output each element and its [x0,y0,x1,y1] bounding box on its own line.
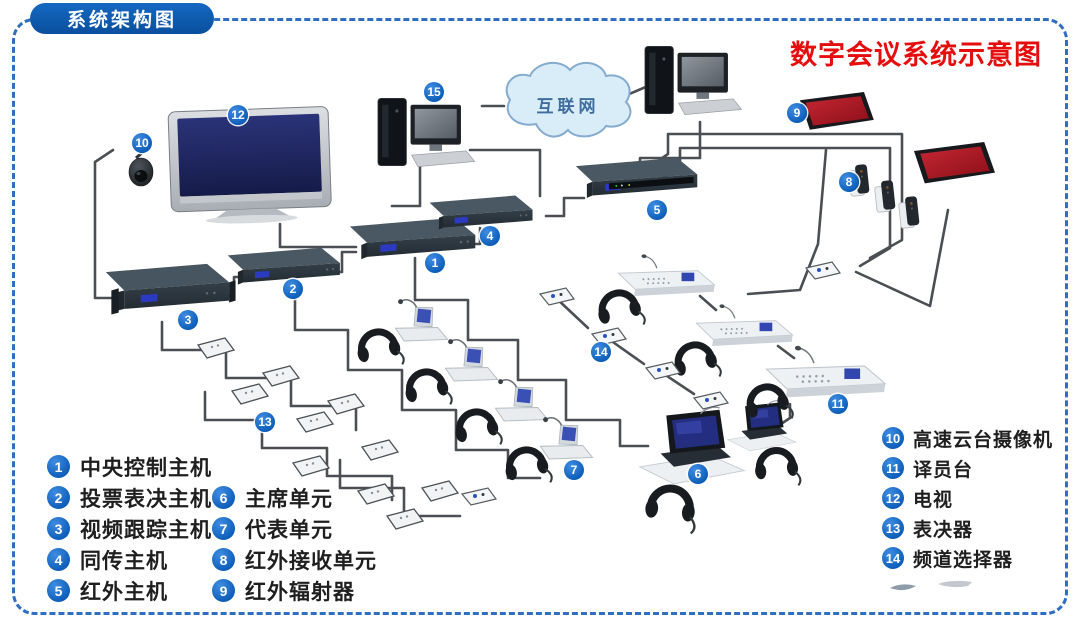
diagram-badge-4: 4 [480,226,500,246]
diagram-badge-10: 10 [132,133,152,153]
diagram-badge-7: 7 [564,460,584,480]
legend-badge-2: 2 [47,486,70,509]
legend-right-column: 10 高速云台摄像机 11 译员台 12 电视 13 表决器 14 频道选择器 [882,423,1053,573]
header-label: 系统架构图 [66,10,177,31]
legend-item-12: 12 电视 [882,483,1053,513]
legend-label: 高速云台摄像机 [913,429,1054,451]
legend-label: 主席单元 [245,487,333,511]
legend-label: 电视 [913,489,954,511]
diagram-badge-13: 13 [255,412,275,432]
faded-artifact [890,580,972,591]
legend-item-7: 7 代表单元 [212,513,377,544]
header-badge: 系统架构图 [30,3,214,34]
host-video-tracking [105,263,236,315]
host-interpretation [429,195,533,230]
legend-badge-5: 5 [47,579,70,602]
legend-label: 红外主机 [80,580,168,604]
host-infrared [576,158,697,198]
legend-badge-6: 6 [212,486,235,509]
diagram-badge-12: 12 [228,105,248,125]
legend-item-5: 5 红外主机 [47,575,212,606]
ir-receiver [873,179,897,213]
legend-badge-13: 13 [882,517,904,539]
legend-badge-3: 3 [47,517,70,540]
legend-badge-11: 11 [882,457,904,479]
legend-badge-9: 9 [212,579,235,602]
computer-right [644,45,743,116]
legend-item-9: 9 红外辐射器 [212,575,377,606]
legend-label: 中央控制主机 [80,456,212,480]
legend-badge-10: 10 [882,427,904,449]
delegate-unit [537,415,598,466]
legend-hosts-column: 1 中央控制主机 2 投票表决主机 3 视频跟踪主机 4 同传主机 5 红外主机 [47,451,212,606]
diagram-badge-5: 5 [647,200,667,220]
diagram-badge-14: 14 [591,342,611,362]
legend-units-column: 6 主席单元 7 代表单元 8 红外接收单元 9 红外辐射器 [212,482,377,606]
legend-item-6: 6 主席单元 [212,482,377,513]
legend-item-13: 13 表决器 [882,513,1053,543]
tv [167,105,333,227]
delegate-unit [392,297,453,348]
legend-item-10: 10 高速云台摄像机 [882,423,1053,453]
computer-left [377,97,476,168]
legend-badge-8: 8 [212,548,235,571]
diagram-badge-3: 3 [178,310,198,330]
diagram-badge-8: 8 [839,172,859,192]
legend-label: 视频跟踪主机 [80,518,212,542]
internet-cloud-label: 互联网 [536,97,600,116]
diagram-badge-11: 11 [828,394,848,414]
legend-label: 红外辐射器 [245,580,355,604]
legend-item-2: 2 投票表决主机 [47,482,212,513]
diagram-badge-6: 6 [688,464,708,484]
diagram-badge-1: 1 [425,253,445,273]
legend-badge-4: 4 [47,548,70,571]
legend-label: 译员台 [913,459,974,481]
legend-badge-12: 12 [882,487,904,509]
legend-label: 同传主机 [80,549,168,573]
diagram-badge-2: 2 [283,279,303,299]
legend-badge-14: 14 [882,547,904,569]
legend-label: 代表单元 [245,518,333,542]
page-title: 数字会议系统示意图 [790,40,1042,71]
legend-item-4: 4 同传主机 [47,544,212,575]
ir-radiator-panel [800,92,874,130]
diagram-badge-15: 15 [424,82,444,102]
legend-label: 红外接收单元 [245,549,377,573]
legend-badge-7: 7 [212,517,235,540]
legend-item-11: 11 译员台 [882,453,1053,483]
ir-radiator-panel [914,142,995,184]
host-voting [227,247,340,285]
legend-label: 投票表决主机 [80,487,212,511]
legend-badge-1: 1 [47,455,70,478]
legend-label: 表决器 [913,519,974,541]
legend-item-8: 8 红外接收单元 [212,544,377,575]
legend-item-3: 3 视频跟踪主机 [47,513,212,544]
legend-item-1: 1 中央控制主机 [47,451,212,482]
diagram-badge-9: 9 [787,103,807,123]
legend-label: 频道选择器 [913,549,1014,571]
legend-item-14: 14 频道选择器 [882,543,1053,573]
delegate-unit [442,337,503,388]
